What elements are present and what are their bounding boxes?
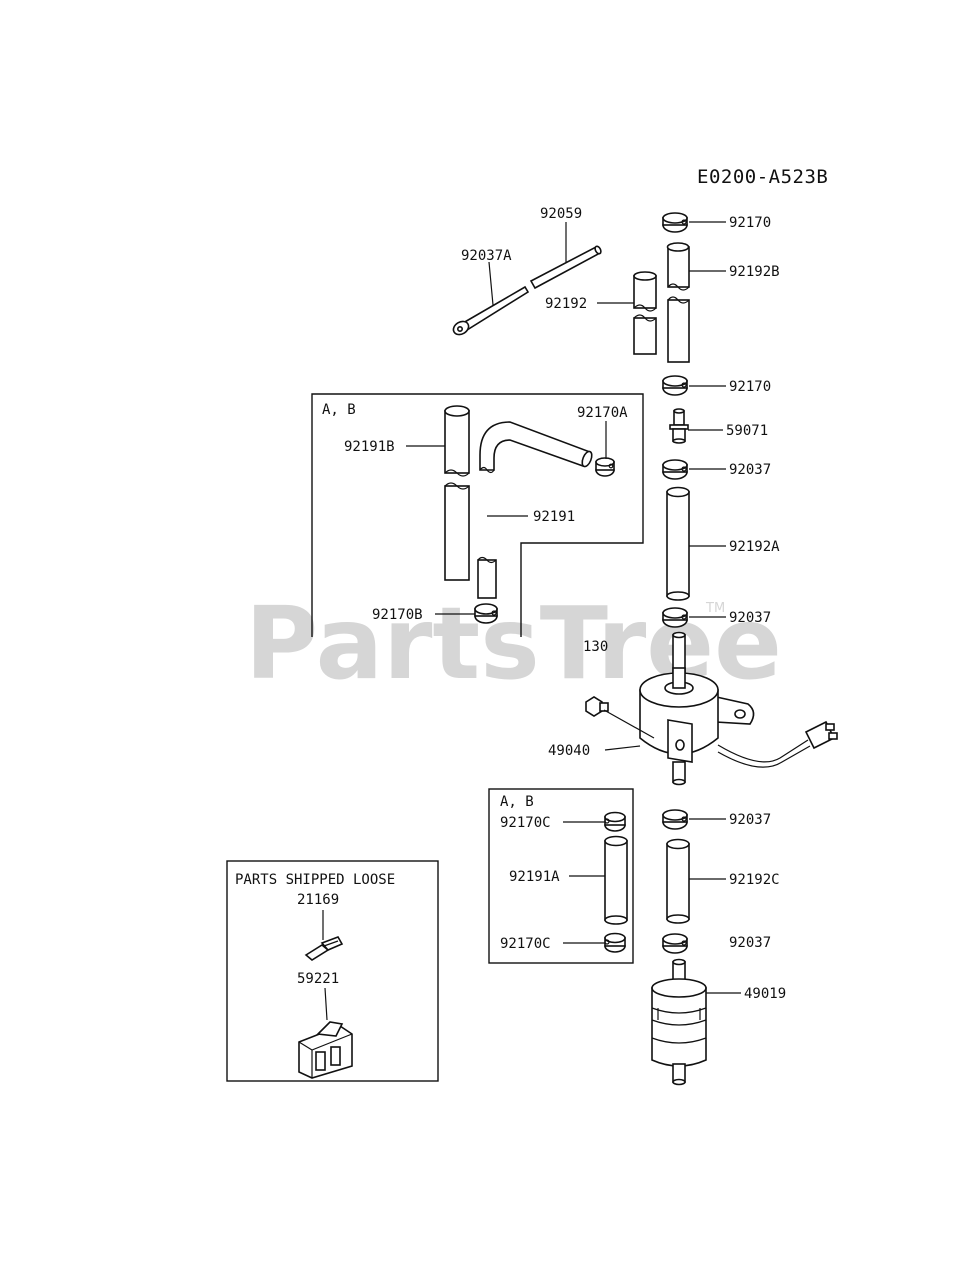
label-92037A[interactable]: 92037A [461,248,512,264]
part-130-fuel-pump[interactable] [639,631,838,786]
label-92191[interactable]: 92191 [533,509,575,525]
leader-49040-bolt [603,709,655,739]
part-92192C-tube[interactable] [666,838,690,924]
part-92170B-clamp[interactable] [474,603,498,624]
leader-92037A [488,261,494,306]
part-92037A-pin[interactable] [451,285,530,337]
label-92059[interactable]: 92059 [540,206,582,222]
leader-49040 [604,745,641,751]
label-59071[interactable]: 59071 [726,423,768,439]
label-92037-4[interactable]: 92037 [729,935,771,951]
part-92037-clamp-2[interactable] [662,607,688,628]
leader-59221 [324,987,328,1021]
part-92192-tube[interactable] [633,271,657,355]
label-21169[interactable]: 21169 [297,892,339,908]
label-92170-top[interactable]: 92170 [729,215,771,231]
label-92192C[interactable]: 92192C [729,872,780,888]
label-92191B[interactable]: 92191B [344,439,395,455]
label-92192[interactable]: 92192 [545,296,587,312]
part-21169-terminal[interactable] [304,936,344,961]
part-92170A-clamp[interactable] [595,457,615,477]
label-59221[interactable]: 59221 [297,971,339,987]
part-92037-clamp-1[interactable] [662,459,688,480]
part-92170-clamp-top[interactable] [662,212,688,233]
parts-shipped-loose-title: PARTS SHIPPED LOOSE [235,872,395,888]
group-ab-1-box [311,393,644,637]
label-92037-3[interactable]: 92037 [729,812,771,828]
group-ab-2-label: A, B [500,794,534,810]
label-92170A[interactable]: 92170A [577,405,628,421]
label-92037-2[interactable]: 92037 [729,610,771,626]
part-49040-bolt[interactable] [585,696,609,717]
label-92170C-1[interactable]: 92170C [500,815,551,831]
trademark: TM [705,601,725,616]
part-59221-connector[interactable] [298,1021,353,1079]
part-92170C-clamp-2[interactable] [604,932,626,953]
part-59071-fitting[interactable] [669,408,689,444]
label-92192A[interactable]: 92192A [729,539,780,555]
part-92037-clamp-3[interactable] [662,809,688,830]
diagram-code: E0200-A523B [697,166,828,188]
parts-shipped-loose-box [226,860,439,1082]
label-92191A[interactable]: 92191A [509,869,560,885]
part-92192A-tube[interactable] [666,486,690,601]
part-92059-rod[interactable] [529,245,602,290]
label-49040[interactable]: 49040 [548,743,590,759]
label-92170-mid[interactable]: 92170 [729,379,771,395]
label-92170C-2[interactable]: 92170C [500,936,551,952]
group-ab-1-label: A, B [322,402,356,418]
label-92192B[interactable]: 92192B [729,264,780,280]
label-92037-1[interactable]: 92037 [729,462,771,478]
part-49019-fuel-filter[interactable] [651,958,707,1086]
part-92170-clamp-mid[interactable] [662,375,688,396]
group-ab-2-box [488,788,634,964]
part-92191A-tube[interactable] [604,835,628,925]
part-92191B-tube[interactable] [444,405,470,581]
label-92170B[interactable]: 92170B [372,607,423,623]
part-92192B-tube[interactable] [666,242,690,363]
part-92037-clamp-4[interactable] [662,933,688,954]
label-130[interactable]: 130 [583,639,608,655]
label-49019[interactable]: 49019 [744,986,786,1002]
part-92170C-clamp-1[interactable] [604,811,626,832]
part-92191-hose[interactable] [477,421,594,599]
